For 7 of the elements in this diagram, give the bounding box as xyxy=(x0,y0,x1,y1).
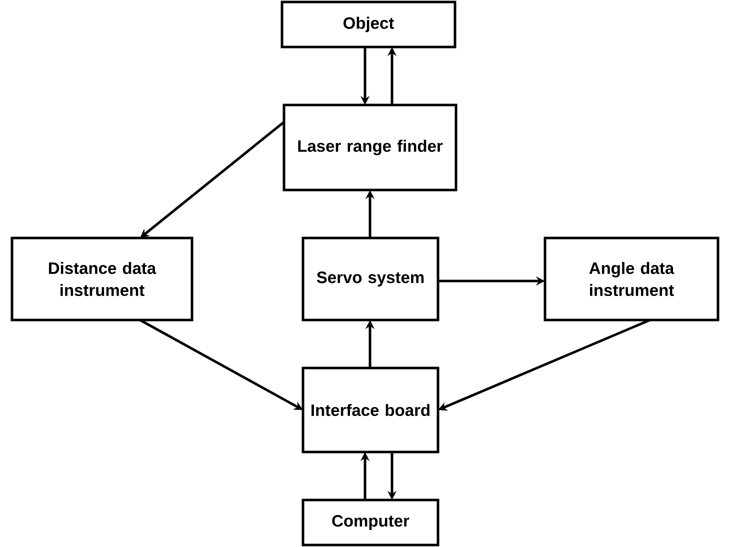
process-box: Servo system xyxy=(302,236,440,322)
process-box: Computer xyxy=(302,498,440,546)
process-box: Object xyxy=(280,0,456,48)
process-box: Distance data instrument xyxy=(10,236,194,322)
process-box: Angle data instrument xyxy=(544,236,720,322)
process-box: Laser range finder xyxy=(282,104,458,192)
process-box: Interface board xyxy=(302,366,440,454)
